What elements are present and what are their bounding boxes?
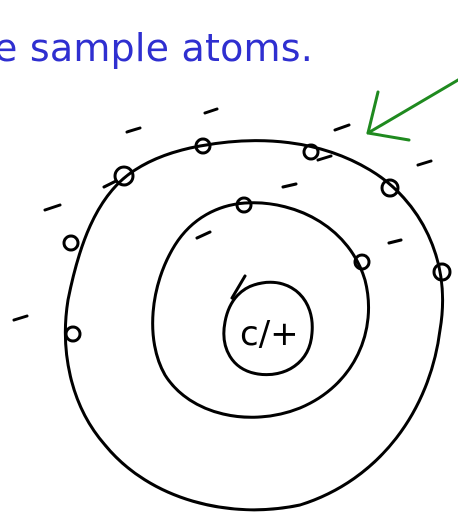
electron (64, 325, 82, 343)
slide-heading: e sample atoms. (0, 26, 314, 70)
middle-orbit (151, 201, 370, 419)
electron (62, 234, 80, 252)
electron (113, 165, 135, 187)
electron (194, 137, 212, 155)
electron (353, 253, 371, 271)
pointer-arrow (366, 78, 458, 142)
outer-orbit (63, 139, 445, 512)
electron (432, 262, 452, 282)
electron (380, 178, 400, 198)
electron (235, 196, 253, 214)
charge-dashes (12, 107, 433, 322)
middle-electrons (235, 196, 371, 271)
outer-electrons (62, 137, 452, 343)
nucleus-label: c/+ (240, 314, 299, 354)
nucleus-circle (222, 280, 314, 377)
electron (302, 143, 320, 161)
nucleus-tick (230, 274, 247, 300)
